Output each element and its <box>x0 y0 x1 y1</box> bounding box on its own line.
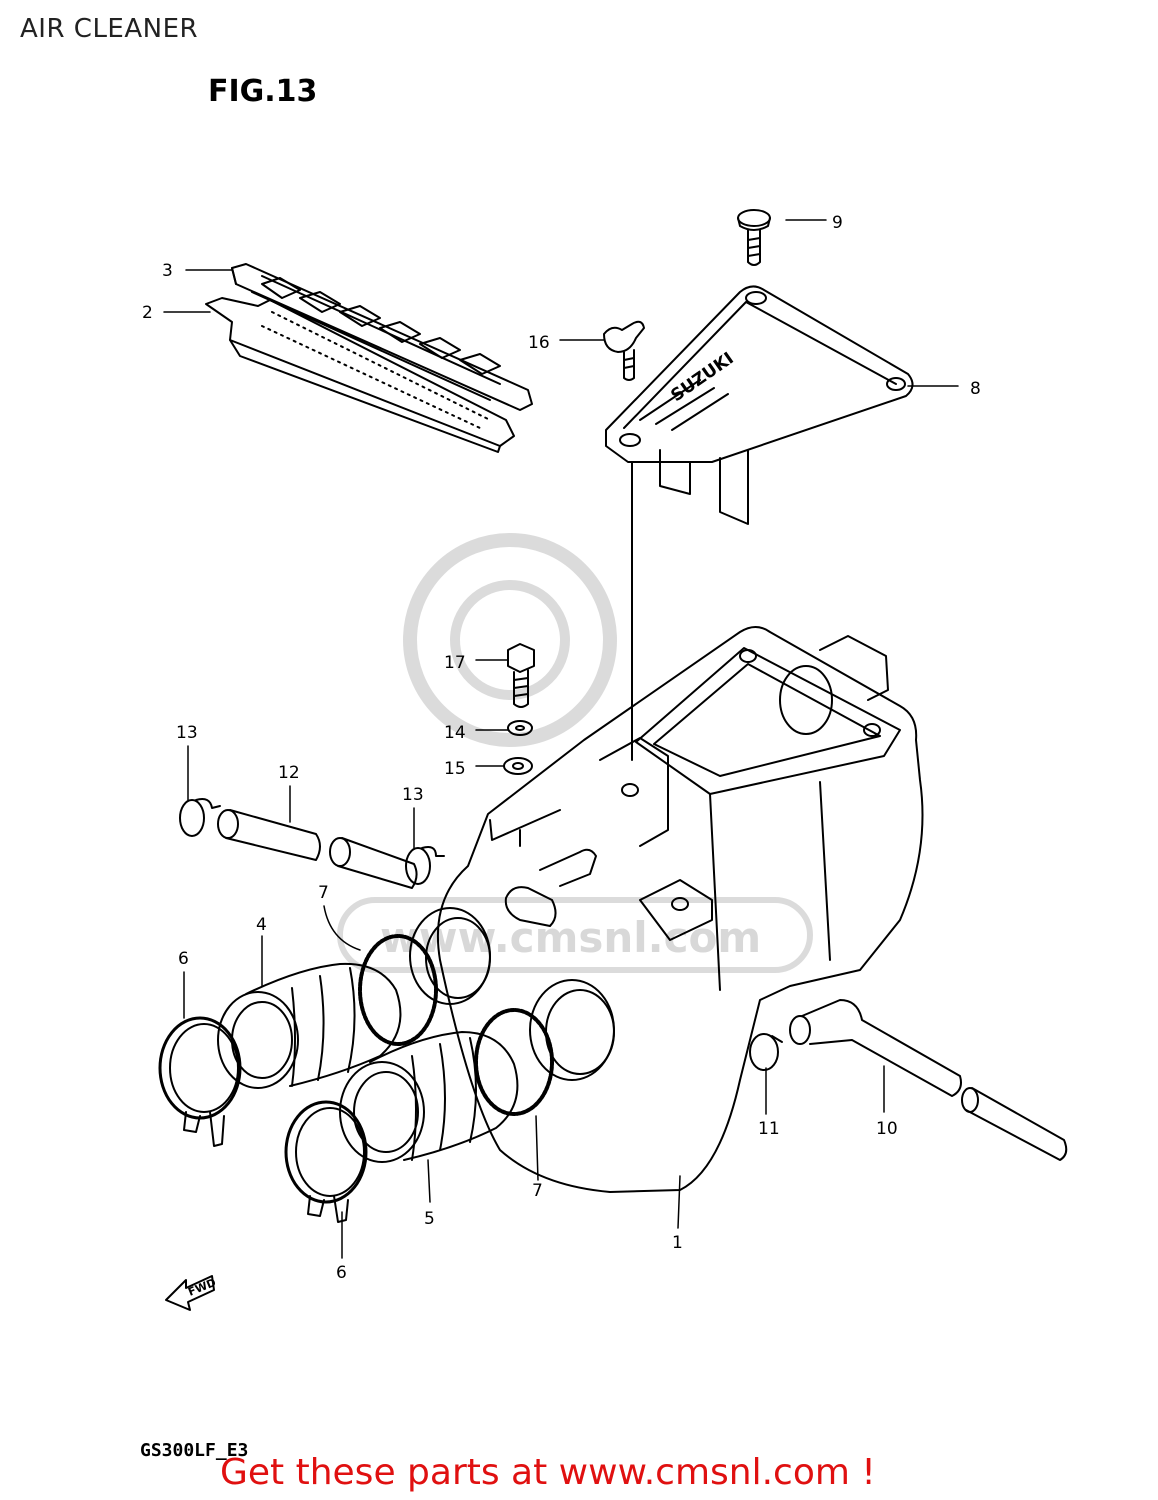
callout-5: 5 <box>424 1209 435 1229</box>
part-13-clip-right <box>405 846 445 885</box>
part-4-intake-pipe-upper <box>217 962 402 1089</box>
fwd-arrow <box>165 1275 215 1311</box>
part-16-washer <box>507 720 533 736</box>
callout-8: 8 <box>970 379 981 399</box>
part-14-wing-bolt <box>603 320 645 381</box>
callout-15: 17 <box>444 653 466 673</box>
callout-labels: 3 2 9 16 8 17 14 15 13 12 13 7 4 6 7 5 6… <box>142 213 981 1283</box>
callout-2: 2 <box>142 303 153 323</box>
callout-6-lower: 6 <box>336 1263 347 1283</box>
model-code: GS300LF_E3 <box>140 1440 249 1461</box>
callout-7-lower: 7 <box>532 1181 543 1201</box>
callout-1: 1 <box>672 1233 683 1253</box>
callout-9: 9 <box>832 213 843 233</box>
part-15-bolt <box>507 643 535 708</box>
page-title: AIR CLEANER <box>20 14 199 44</box>
callout-13-right: 13 <box>402 785 424 805</box>
callout-3: 3 <box>162 261 173 281</box>
part-1-air-cleaner-box <box>409 626 924 1193</box>
figure-label: FIG.13 <box>208 74 318 109</box>
callout-14: 16 <box>528 333 550 353</box>
part-12-hose <box>217 809 418 889</box>
part-6-clamp-upper <box>158 1016 242 1147</box>
callout-13-left: 13 <box>176 723 198 743</box>
leader-lines <box>163 219 959 1259</box>
part-6-clamp-lower <box>284 1100 368 1223</box>
callout-10: 10 <box>876 1119 898 1139</box>
part-11-clip <box>749 1033 783 1071</box>
part-17-washer <box>503 757 533 775</box>
part-10-drain-hose <box>789 999 1068 1161</box>
callout-11: 11 <box>758 1119 780 1139</box>
part-3-filter-frame <box>231 263 533 411</box>
part-9-screw <box>737 209 771 266</box>
watermark: www.cmsnl.com <box>337 533 813 973</box>
callout-16: 14 <box>444 723 466 743</box>
part-13-clip-left <box>179 798 221 837</box>
callout-6-upper: 6 <box>178 949 189 969</box>
part-7-clamp-wire-upper <box>358 934 438 1046</box>
part-5-intake-pipe-lower <box>339 1031 519 1163</box>
callout-17: 15 <box>444 759 466 779</box>
part-7-clamp-wire-lower <box>474 1008 554 1116</box>
footer-parts-link[interactable]: Get these parts at www.cmsnl.com ! <box>220 1452 876 1493</box>
callout-7-upper: 7 <box>318 883 329 903</box>
part-2-filter-element <box>205 297 515 453</box>
callout-12: 12 <box>278 763 300 783</box>
callout-4: 4 <box>256 915 267 935</box>
part-8-cover <box>605 285 914 525</box>
